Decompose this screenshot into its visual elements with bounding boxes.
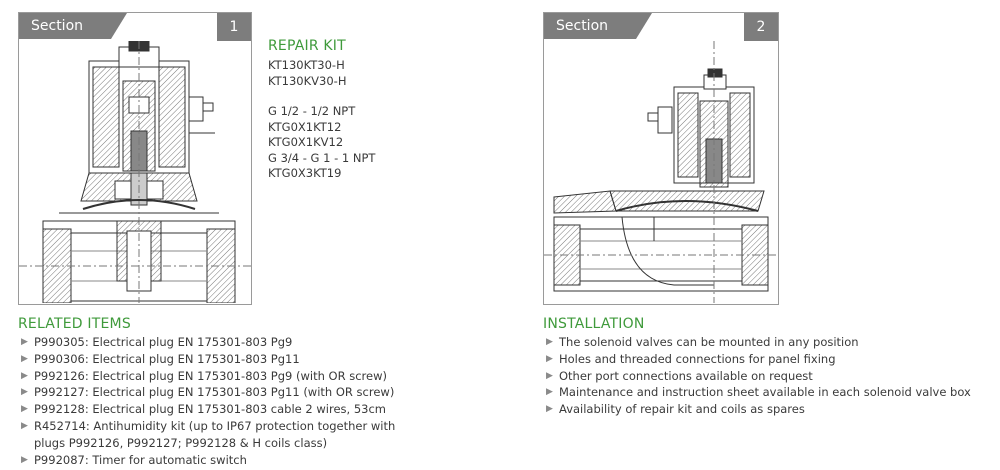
list-item: ▶P992087: Timer for automatic switch [21, 452, 247, 467]
list-item: ▶The solenoid valves can be mounted in a… [546, 335, 859, 349]
section-number: 2 [744, 13, 778, 41]
section-tab: Section [19, 13, 127, 39]
repair-kit-list: KT130KT30-H KT130KV30-H G 1/2 - 1/2 NPT … [268, 58, 375, 182]
repair-kit-line: G 1/2 - 1/2 NPT [268, 104, 356, 118]
bullet-arrow-icon: ▶ [21, 387, 28, 398]
repair-kit-line: KT130KV30-H [268, 73, 347, 88]
bullet-arrow-icon: ▶ [21, 370, 28, 381]
bullet-arrow-icon: ▶ [21, 404, 28, 415]
repair-kit-title: REPAIR KIT [268, 38, 346, 54]
list-item: ▶Holes and threaded connections for pane… [546, 351, 836, 366]
list-item: ▶P992128: Electrical plug EN 175301-803 … [21, 402, 386, 417]
section-number: 1 [217, 13, 251, 41]
valve-section-drawing-1 [19, 41, 251, 303]
bullet-arrow-icon: ▶ [21, 420, 28, 431]
installation-title: INSTALLATION [543, 316, 645, 332]
section-panel-1: Section 1 [18, 12, 252, 305]
list-item: ▶Maintenance and instruction sheet avail… [546, 385, 971, 400]
list-item: ▶P992126: Electrical plug EN 175301-803 … [21, 368, 387, 383]
repair-kit-line: KTG0X3KT19 [268, 166, 342, 180]
section-tab: Section [544, 13, 652, 39]
bullet-arrow-icon: ▶ [546, 337, 553, 347]
repair-kit-line: KTG0X1KT12 [268, 119, 342, 134]
bullet-arrow-icon: ▶ [546, 387, 553, 398]
list-item: ▶Availability of repair kit and coils as… [546, 402, 805, 417]
valve-section-drawing-2 [544, 41, 778, 303]
bullet-arrow-icon: ▶ [21, 337, 28, 347]
repair-kit-line: KT130KT30-H [268, 58, 345, 72]
list-item: ▶P992127: Electrical plug EN 175301-803 … [21, 385, 395, 400]
bullet-arrow-icon: ▶ [21, 454, 28, 465]
list-item: ▶P990306: Electrical plug EN 175301-803 … [21, 351, 300, 366]
list-item: ▶P990305: Electrical plug EN 175301-803 … [21, 335, 293, 349]
repair-kit-line: KTG0X1KV12 [268, 135, 344, 149]
bullet-arrow-icon: ▶ [546, 370, 553, 381]
installation-list: ▶The solenoid valves can be mounted in a… [543, 334, 971, 418]
section-panel-2: Section 2 [543, 12, 779, 305]
list-item: ▶Other port connections available on req… [546, 368, 813, 383]
related-items-title: RELATED ITEMS [18, 316, 131, 332]
repair-kit-line: G 3/4 - G 1 - 1 NPT [268, 150, 376, 165]
bullet-arrow-icon: ▶ [546, 353, 553, 364]
list-item: ▶R452714: Antihumidity kit (up to IP67 p… [21, 418, 396, 450]
bullet-arrow-icon: ▶ [21, 353, 28, 364]
related-items-list: ▶P990305: Electrical plug EN 175301-803 … [18, 334, 395, 468]
bullet-arrow-icon: ▶ [546, 404, 553, 415]
